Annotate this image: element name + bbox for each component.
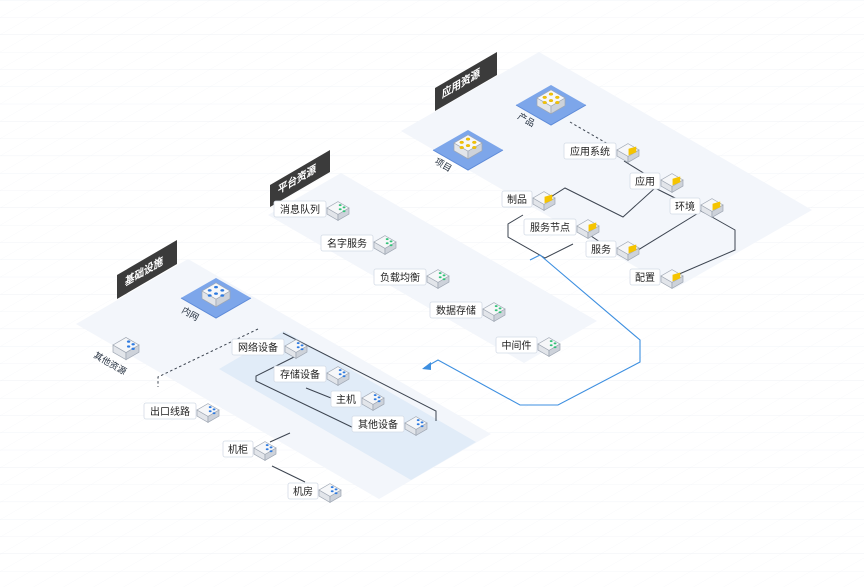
svg-text:负载均衡: 负载均衡 bbox=[380, 271, 420, 284]
app-system-label: 应用系统 bbox=[563, 142, 617, 160]
svg-text:机房: 机房 bbox=[293, 485, 313, 498]
blue-dots-icon bbox=[126, 340, 135, 350]
config-label: 配置 bbox=[629, 268, 661, 286]
blue-dots-icon bbox=[208, 406, 216, 415]
platform-resources-platform bbox=[268, 173, 597, 363]
message-queue-label: 消息队列 bbox=[273, 200, 327, 218]
environment-label: 环境 bbox=[669, 197, 701, 215]
green-dots-icon bbox=[385, 238, 393, 247]
dots-grid-icon bbox=[459, 137, 477, 150]
egress-line-label: 出口线路 bbox=[143, 402, 197, 420]
machine-room-cube[interactable] bbox=[318, 483, 342, 504]
svg-text:其他设备: 其他设备 bbox=[358, 418, 398, 431]
artifact-label: 制品 bbox=[501, 190, 533, 208]
svg-text:配置: 配置 bbox=[635, 272, 655, 284]
config-cube[interactable] bbox=[660, 269, 684, 290]
other-resources-cube[interactable] bbox=[112, 337, 140, 361]
svg-text:应用: 应用 bbox=[635, 175, 655, 188]
service-node-label: 服务节点 bbox=[523, 218, 577, 236]
arrow-head-icon bbox=[422, 362, 431, 370]
svg-text:中间件: 中间件 bbox=[502, 339, 532, 352]
svg-text:服务: 服务 bbox=[591, 243, 611, 256]
yellow-diamond-icon bbox=[588, 222, 597, 232]
name-service-label: 名字服务 bbox=[320, 234, 374, 252]
storage-device-label: 存储设备 bbox=[273, 365, 327, 383]
svg-text:制品: 制品 bbox=[507, 193, 527, 206]
yellow-diamond-icon bbox=[628, 244, 637, 254]
blue-dots-icon bbox=[296, 342, 304, 351]
storage-device-cube[interactable] bbox=[326, 366, 350, 387]
data-storage-label: 数据存储 bbox=[429, 301, 483, 319]
product-cube[interactable] bbox=[536, 89, 566, 115]
svg-text:环境: 环境 bbox=[675, 200, 695, 213]
intranet-cube[interactable] bbox=[201, 282, 231, 308]
host-cube[interactable] bbox=[361, 391, 385, 412]
egress-line-cube[interactable] bbox=[196, 403, 220, 424]
infrastructure-connections bbox=[157, 328, 437, 483]
svg-text:应用系统: 应用系统 bbox=[570, 145, 610, 158]
yellow-diamond-icon bbox=[628, 146, 637, 156]
platform-connections bbox=[422, 254, 641, 406]
node-cubes bbox=[112, 89, 724, 504]
yellow-diamond-icon bbox=[544, 194, 553, 204]
other-device-label: 其他设备 bbox=[351, 415, 405, 433]
svg-text:消息队列: 消息队列 bbox=[280, 203, 320, 216]
message-queue-cube[interactable] bbox=[326, 201, 350, 222]
artifact-cube[interactable] bbox=[532, 191, 556, 212]
other-device-cube[interactable] bbox=[404, 416, 428, 437]
dots-grid-icon bbox=[207, 285, 225, 297]
network-device-cube[interactable] bbox=[284, 339, 308, 360]
service-cube[interactable] bbox=[616, 241, 640, 262]
application-platform bbox=[401, 52, 812, 289]
blue-dots-icon bbox=[416, 419, 424, 428]
service-node-cube[interactable] bbox=[576, 219, 600, 240]
svg-text:主机: 主机 bbox=[336, 393, 356, 406]
app-system-cube[interactable] bbox=[616, 143, 640, 164]
svg-text:数据存储: 数据存储 bbox=[436, 304, 476, 317]
blue-dots-icon bbox=[265, 444, 273, 453]
load-balance-label: 负载均衡 bbox=[373, 268, 427, 286]
service-label: 服务 bbox=[585, 240, 617, 258]
yellow-diamond-icon bbox=[712, 201, 721, 211]
yellow-diamond-icon bbox=[672, 176, 681, 186]
cabinet-label: 机柜 bbox=[222, 440, 254, 458]
green-dots-icon bbox=[549, 340, 557, 349]
green-dots-icon bbox=[438, 272, 446, 281]
svg-text:网络设备: 网络设备 bbox=[238, 341, 278, 354]
cabinet-cube[interactable] bbox=[253, 441, 277, 462]
svg-text:存储设备: 存储设备 bbox=[280, 368, 320, 381]
environment-cube[interactable] bbox=[700, 198, 724, 219]
green-dots-icon bbox=[494, 305, 502, 314]
app-label: 应用 bbox=[629, 172, 661, 190]
host-label: 主机 bbox=[330, 390, 362, 408]
svg-text:出口线路: 出口线路 bbox=[150, 405, 190, 418]
middleware-cube[interactable] bbox=[537, 337, 561, 358]
blue-dots-icon bbox=[330, 486, 338, 495]
project-cube[interactable] bbox=[453, 134, 483, 160]
blue-dots-icon bbox=[373, 394, 381, 403]
blue-dots-icon bbox=[338, 369, 346, 378]
middleware-label: 中间件 bbox=[495, 336, 538, 354]
svg-text:机柜: 机柜 bbox=[228, 443, 248, 456]
svg-text:名字服务: 名字服务 bbox=[327, 237, 367, 250]
green-dots-icon bbox=[338, 204, 346, 213]
load-balance-cube[interactable] bbox=[426, 269, 450, 290]
dots-grid-icon bbox=[542, 92, 560, 105]
network-device-label: 网络设备 bbox=[231, 338, 285, 356]
svg-text:服务节点: 服务节点 bbox=[530, 221, 570, 234]
data-storage-cube[interactable] bbox=[482, 302, 506, 323]
yellow-diamond-icon bbox=[672, 272, 681, 282]
machine-room-label: 机房 bbox=[287, 482, 319, 500]
app-cube[interactable] bbox=[660, 173, 684, 194]
name-service-cube[interactable] bbox=[373, 235, 397, 256]
